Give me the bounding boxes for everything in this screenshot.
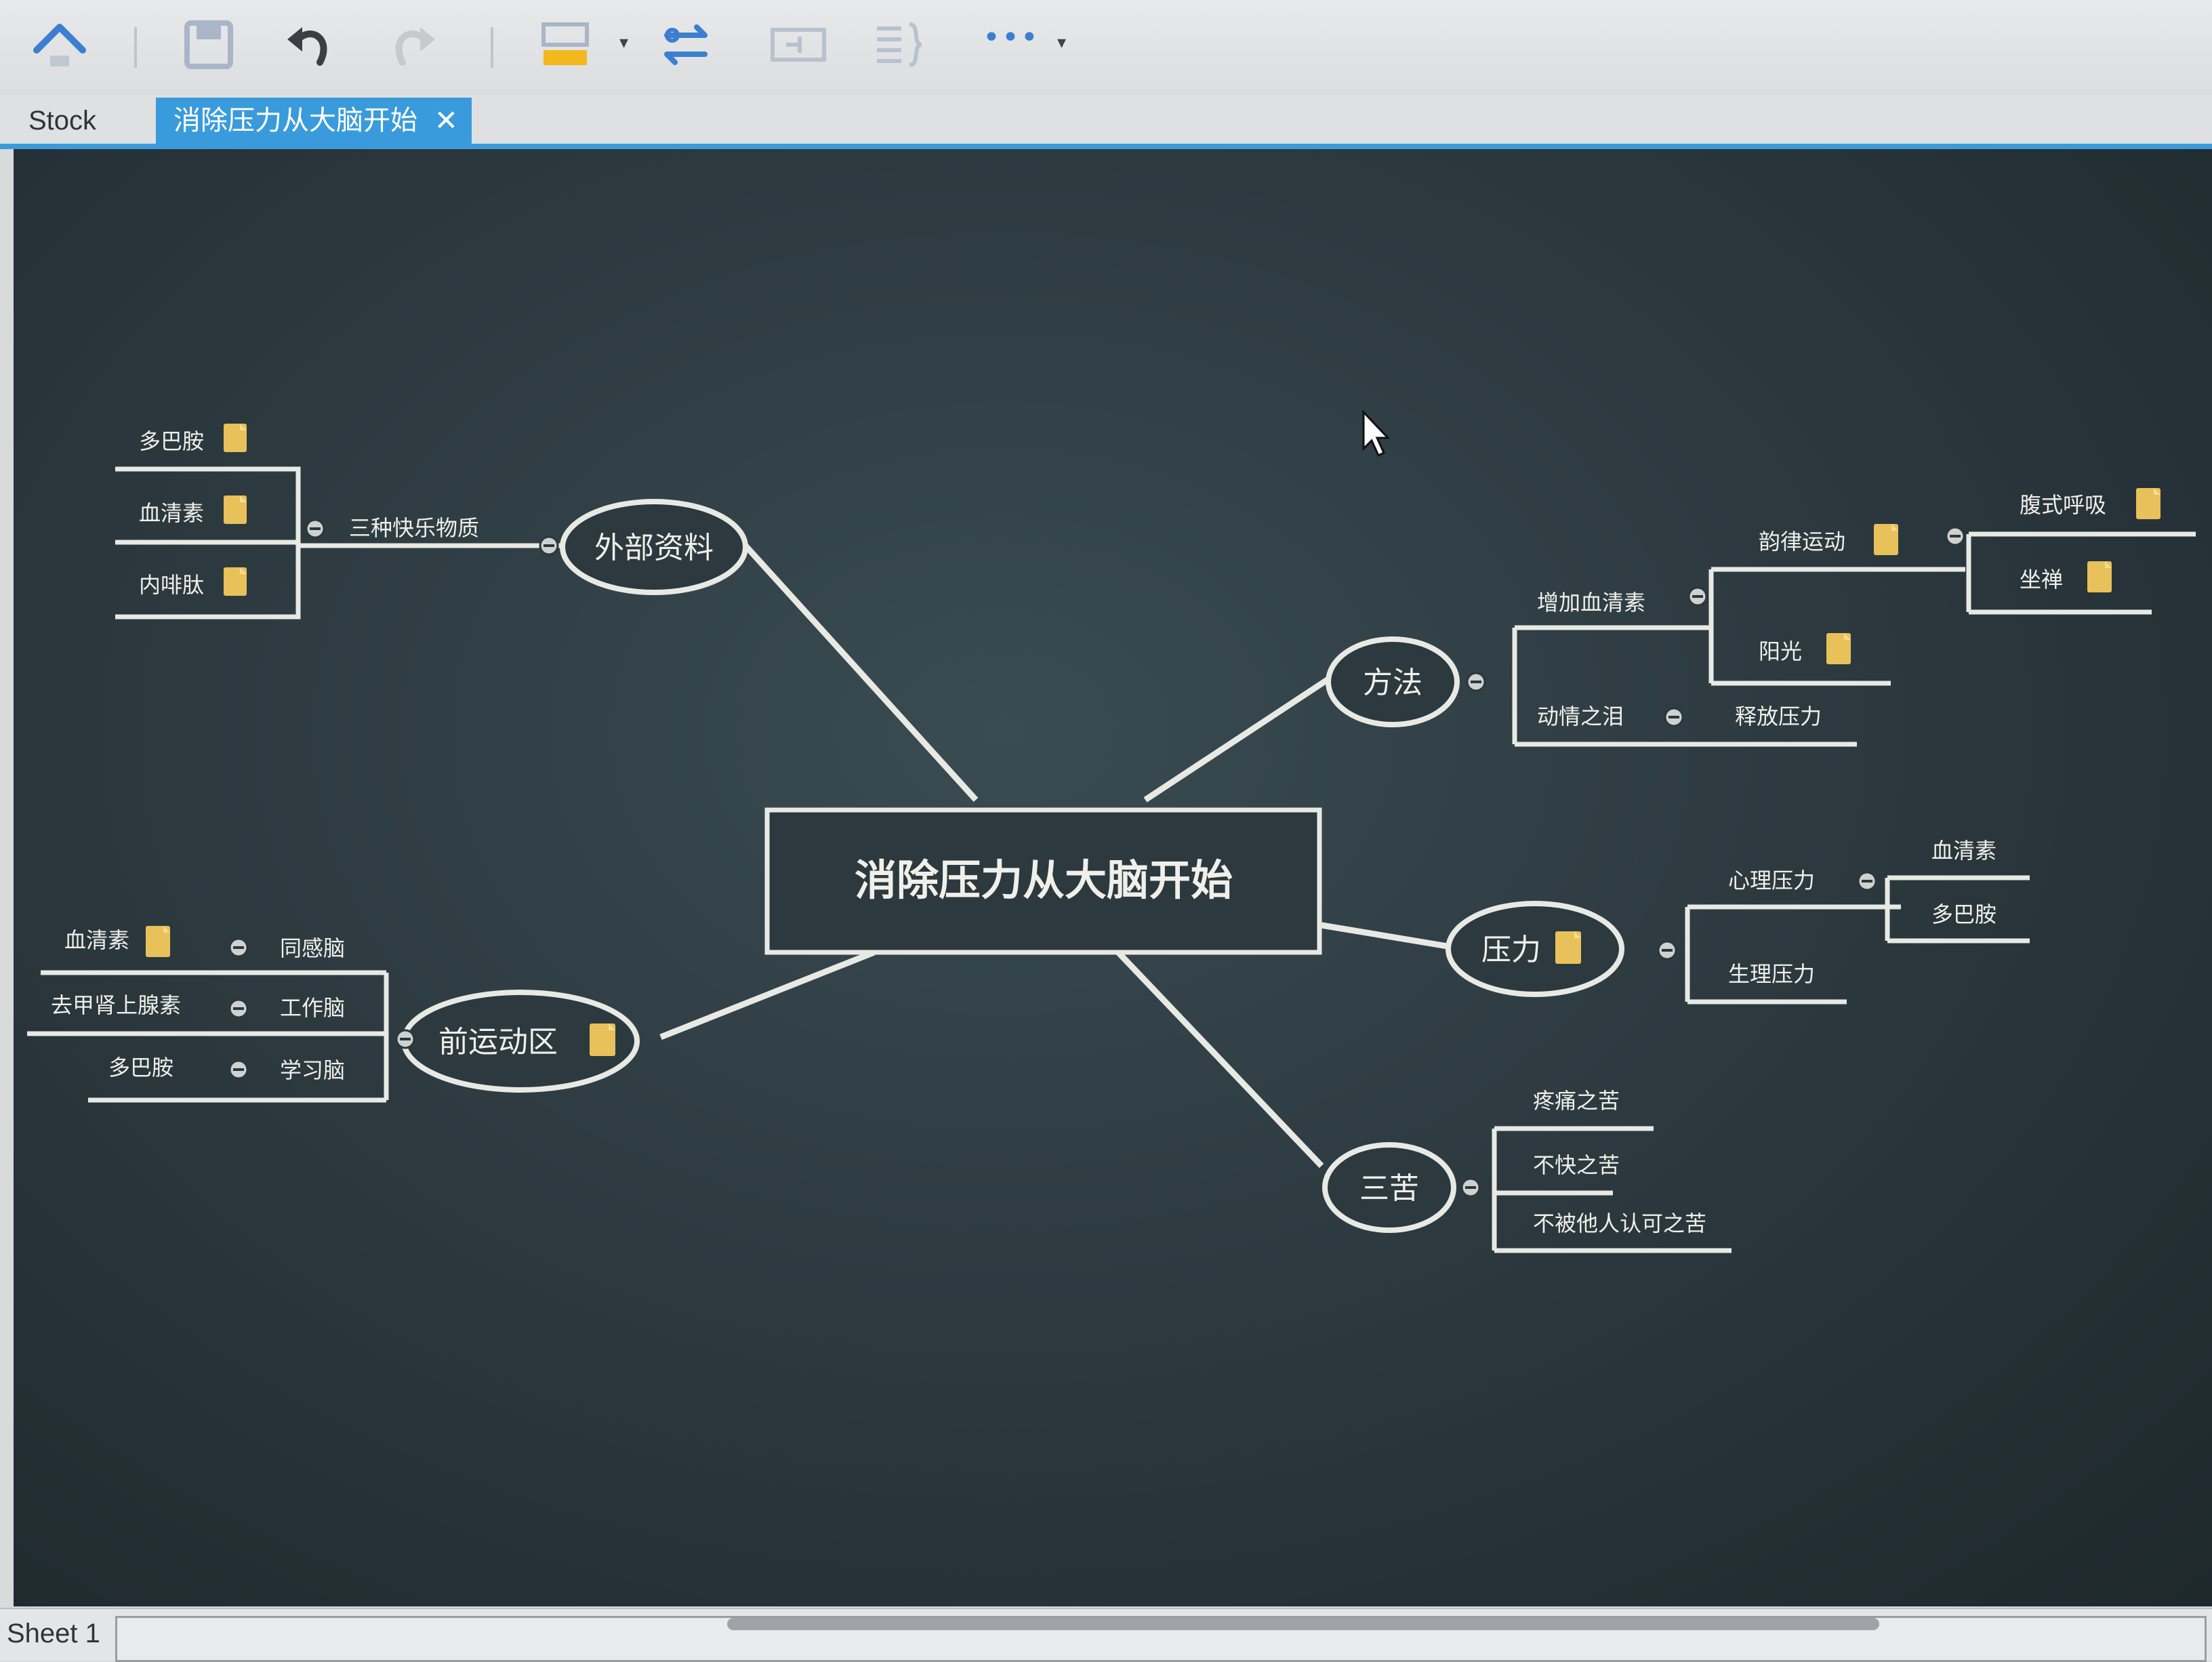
leaf-dopamine[interactable]: 多巴胺 [1931,901,1996,927]
topic-pressure-label: 压力 [1481,933,1541,967]
mindmap-canvas[interactable]: 消除压力从大脑开始 外部资料 三种快乐物质 多巴胺 血清素 内啡肽 方法 [14,149,2212,1606]
mindmap-svg: 消除压力从大脑开始 外部资料 三种快乐物质 多巴胺 血清素 内啡肽 方法 [27,409,2196,1253]
central-connectors [659,543,1465,1169]
collapse-button[interactable] [1664,707,1684,727]
mouse-cursor-icon [1362,409,1391,458]
note-icon[interactable] [146,926,170,957]
tab-stock[interactable]: Stock [28,106,97,136]
collapse-button[interactable] [1687,586,1708,607]
scrollbar-thumb[interactable] [727,1618,1879,1630]
save-icon[interactable] [176,12,241,77]
tab-bar: Stock 消除压力从大脑开始 ✕ [0,95,2212,149]
relationship-icon[interactable] [657,12,722,77]
undo-icon[interactable] [278,12,343,77]
chevron-down-icon[interactable]: ▾ [1057,33,1067,53]
topic-method[interactable]: 方法 [1326,636,1460,727]
topic-pressure[interactable]: 压力 [1446,901,1624,997]
leaf-premotor-dopamine[interactable]: 多巴胺 [108,1055,173,1080]
topic-external-label: 外部资料 [594,531,714,565]
leaf-external-3[interactable]: 内啡肽 [139,572,204,598]
subtopic-three-happy-substances[interactable]: 三种快乐物质 [349,515,479,541]
leaf-premotor-serotonin[interactable]: 血清素 [64,927,129,953]
topic-three-sufferings-label: 三苦 [1359,1171,1419,1206]
note-icon[interactable] [2087,561,2112,592]
leaf-pain[interactable]: 疼痛之苦 [1533,1088,1620,1114]
topic-method-label: 方法 [1363,666,1422,700]
leaf-working-brain[interactable]: 工作脑 [280,995,345,1021]
central-topic[interactable]: 消除压力从大脑开始 [764,807,1322,955]
collapse-button[interactable] [539,535,559,556]
collapse-button[interactable] [1857,871,1877,891]
status-bar: Sheet 1 [0,1608,2212,1662]
redo-icon[interactable] [380,12,445,77]
note-icon[interactable] [2136,488,2160,519]
topic-style-icon[interactable] [535,12,600,77]
collapse-button[interactable] [228,1059,249,1080]
leaf-unpleasant[interactable]: 不快之苦 [1533,1152,1620,1178]
close-icon[interactable]: ✕ [434,104,458,137]
leaf-abdominal-breathing[interactable]: 腹式呼吸 [2020,492,2106,518]
note-icon[interactable] [224,567,247,596]
note-icon[interactable] [1874,524,1898,555]
subtopic-increase-serotonin[interactable]: 增加血清素 [1537,590,1645,615]
collapse-button[interactable] [1466,672,1486,692]
note-icon[interactable] [224,495,247,524]
home-icon[interactable] [27,12,92,77]
toolbar: ▾ ••• ▾ [0,0,2212,95]
summary-icon[interactable] [867,12,933,77]
topic-external[interactable]: 外部资料 [560,499,748,595]
topic-premotor-area[interactable]: 前运动区 [401,990,640,1093]
leaf-sunlight[interactable]: 阳光 [1759,639,1802,664]
collapse-button[interactable] [1657,940,1677,960]
leaf-learning-brain[interactable]: 学习脑 [280,1057,345,1083]
leaf-external-1[interactable]: 多巴胺 [139,428,204,454]
collapse-button[interactable] [305,519,325,539]
leaf-release-pressure[interactable]: 释放压力 [1735,704,1822,729]
toolbar-separator [491,27,493,68]
horizontal-scrollbar[interactable] [115,1616,2207,1662]
chevron-down-icon[interactable]: ▾ [619,33,629,53]
subtopic-emotional-tears[interactable]: 动情之泪 [1537,704,1624,729]
leaf-external-2[interactable]: 血清素 [139,500,204,526]
subtopic-psychological-pressure[interactable]: 心理压力 [1728,868,1815,893]
collapse-button[interactable] [1460,1177,1481,1198]
more-icon[interactable]: ••• [983,20,1040,55]
toolbar-separator [134,27,137,68]
collapse-button[interactable] [1945,526,1965,546]
collapse-button[interactable] [395,1029,415,1049]
central-topic-label: 消除压力从大脑开始 [855,855,1233,905]
note-icon[interactable] [224,424,247,452]
tab-label: 消除压力从大脑开始 [173,105,417,136]
note-icon[interactable] [590,1023,615,1056]
collapse-button[interactable] [228,937,249,958]
note-icon[interactable] [1555,931,1581,964]
leaf-serotonin[interactable]: 血清素 [1931,838,1996,864]
subtopic-physiological-pressure[interactable]: 生理压力 [1728,961,1815,987]
leaf-empathy-brain[interactable]: 同感脑 [280,935,345,961]
leaf-noradrenaline[interactable]: 去甲肾上腺素 [51,992,181,1018]
note-icon[interactable] [1826,633,1851,664]
subtopic-rhythm-exercise[interactable]: 韵律运动 [1759,529,1845,554]
topic-premotor-label: 前运动区 [438,1025,558,1059]
leaf-not-recognized[interactable]: 不被他人认可之苦 [1533,1211,1706,1236]
collapse-button[interactable] [228,998,249,1019]
leaf-zen-meditation[interactable]: 坐禅 [2020,567,2063,592]
topic-three-sufferings[interactable]: 三苦 [1322,1142,1456,1233]
structure-icon[interactable] [766,12,831,77]
tab-active-map[interactable]: 消除压力从大脑开始 ✕ [156,98,472,144]
sheet-tab[interactable]: Sheet 1 [7,1619,100,1648]
